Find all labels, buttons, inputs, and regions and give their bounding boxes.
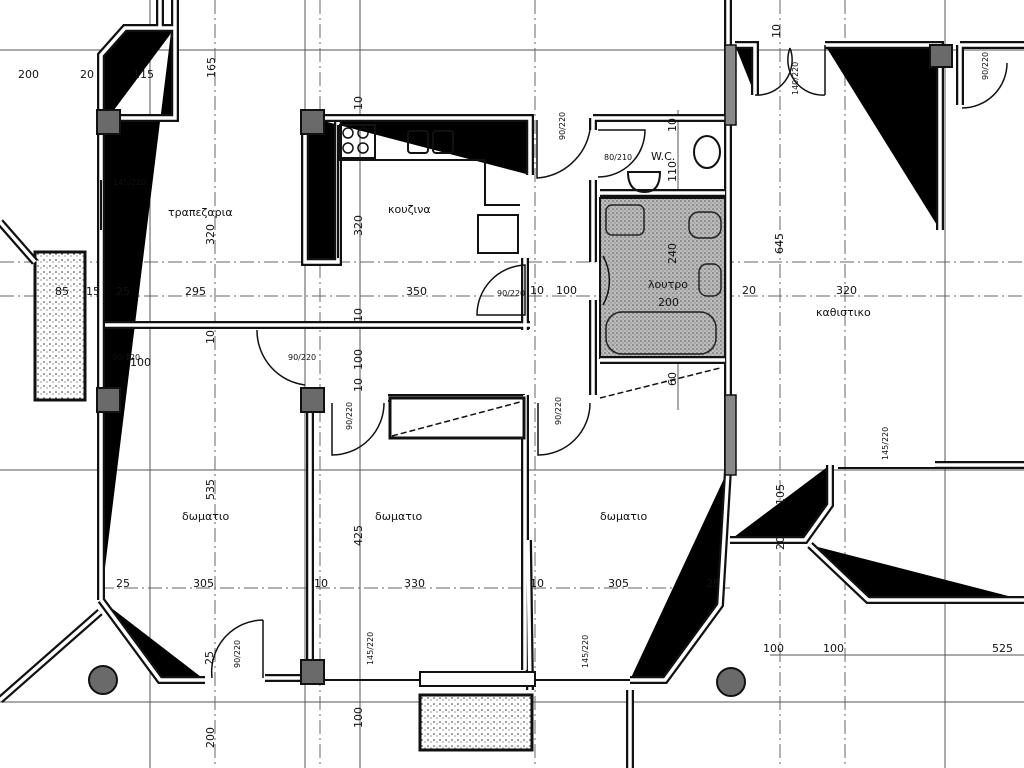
dimension-label: 80/210 [604,153,632,162]
planter-bottom [418,693,534,752]
dimension-label: 25 [116,285,130,298]
dimension-label: 10 [530,284,544,297]
dimension-label: 305 [608,577,629,590]
dimension-label: 105 [774,484,787,505]
dimension-label: 140/220 [791,62,800,95]
bidet [698,263,722,297]
dimension-label: 425 [352,525,365,546]
room-label-living: καθιστικο [816,306,871,319]
dimension-label: 10 [530,577,544,590]
dimension-label: 200 [658,296,679,309]
dimension-label: 90/220 [558,112,567,140]
dimension-label: 10 [352,96,365,110]
dimension-label: 85 [55,285,69,298]
dimension-label: 15 [86,285,100,298]
wc-basin [626,171,662,194]
dimension-label: 90/220 [233,640,242,668]
room-label-bedroom-2: δωματιο [375,510,423,523]
dimension-label: 320 [352,215,365,236]
dimension-label: 115 [133,68,154,81]
dimension-label: 240 [666,243,679,264]
dimension-label: 535 [204,479,217,500]
dimension-label: 90/220 [554,397,563,425]
dimension-label: 145/220 [113,178,146,187]
dimension-label: 145/220 [366,632,375,665]
dimension-label: 200 [204,727,217,748]
dimension-label: 305 [193,577,214,590]
dimension-label: 10 [352,308,365,322]
dimension-label: 100 [352,349,365,370]
dimension-label: 90/220 [981,52,990,80]
washbasin [605,204,645,236]
dimension-label: 60 [666,372,679,386]
dimension-label: 90/220 [288,353,316,362]
dimension-label: 525 [992,642,1013,655]
dimension-label: 645 [773,233,786,254]
room-label-bedroom-3: δωματιο [600,510,648,523]
dimension-label: 100 [352,707,365,728]
wc-toilet [693,135,721,169]
dimension-label: 110 [666,161,679,182]
room-label-wc: W.C. [651,150,675,163]
room-label-kitchen: κουζινα [388,203,431,216]
room-label-bathroom: λουτρο [648,278,688,291]
dimension-label: 145/220 [881,427,890,460]
dimension-labels: 200 20 115 165 10 320 320 145/220 85 15 25 295 350 10… [18,24,1013,748]
bathtub [605,311,717,355]
dimension-label: 10 [352,378,365,392]
door-swings [210,45,1008,679]
structural-columns [88,44,953,697]
dimension-label: 10 [770,24,783,38]
dimension-label: 320 [836,284,857,297]
planter-left [33,250,87,402]
dimension-label: 10 [666,118,679,132]
dimension-label: 295 [185,285,206,298]
dimension-label: 20 [742,284,756,297]
dimension-label: 25 [203,651,216,665]
dimension-label: 165 [205,57,218,78]
dimension-label: 90/120 [112,353,140,362]
dimension-label: 145/220 [581,635,590,668]
dimension-label: 20 [774,536,787,550]
room-label-bedroom-1: δωματιο [182,510,230,523]
room-label-dining: τραπεζαρια [168,206,233,219]
window-sill [419,671,536,687]
dimension-label: 100 [130,356,151,369]
dimension-label: 100 [763,642,784,655]
dimension-label: 100 [556,284,577,297]
dimension-label: 25 [706,577,720,590]
kitchen-counter [337,124,520,258]
toilet-bath [688,211,722,239]
dimension-label: 10 [314,577,328,590]
dimension-label: 350 [406,285,427,298]
dimension-label: 25 [116,577,130,590]
wardrobe [388,396,526,440]
dimension-label: 330 [404,577,425,590]
dimension-label: 90/220 [345,402,354,430]
dimension-label: 10 [204,330,217,344]
dimension-label: 20 [80,68,94,81]
dimension-label: 200 [18,68,39,81]
dimension-label: 90/220 [497,289,525,298]
dimension-label: 320 [204,224,217,245]
dimension-label: 100 [823,642,844,655]
